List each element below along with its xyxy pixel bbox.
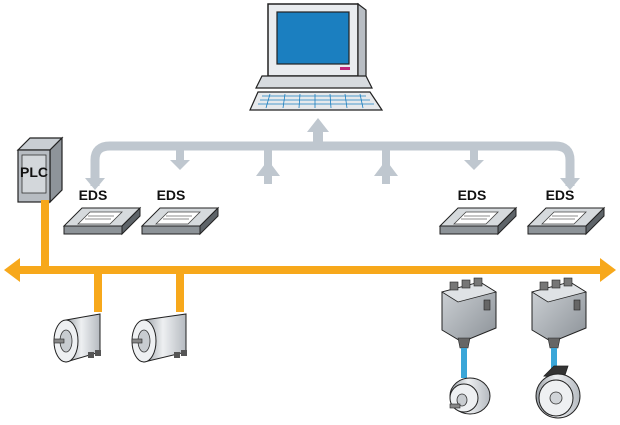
eds-label: EDS	[157, 187, 186, 203]
floppy-disk-icon	[526, 206, 606, 236]
eds-label: EDS	[79, 187, 108, 203]
cable	[461, 348, 467, 378]
rotary-encoder-icon	[449, 377, 491, 415]
connection-module-1	[441, 277, 497, 415]
eds-file-group-2: EDS	[140, 187, 220, 236]
plc-cabinet-icon: PLC	[16, 136, 64, 204]
floppy-disk-icon	[438, 206, 518, 236]
eds-file-group-3: EDS	[438, 187, 518, 236]
rotary-encoder-icon	[131, 313, 187, 363]
fieldbus-line	[4, 200, 616, 312]
floppy-disk-icon	[140, 206, 220, 236]
connection-module-icon	[531, 277, 587, 349]
eds-file-group-1: EDS	[62, 187, 142, 236]
ethernet-network	[85, 118, 580, 190]
computer-icon	[249, 2, 384, 111]
connection-module-2	[531, 277, 587, 419]
cable	[551, 348, 557, 370]
eds-label: EDS	[546, 187, 575, 203]
monitor-screen	[276, 11, 350, 65]
plc-label: PLC	[20, 164, 48, 180]
floppy-disk-icon	[62, 206, 142, 236]
eds-label: EDS	[458, 187, 487, 203]
rotary-encoder-icon	[535, 365, 581, 419]
connection-module-icon	[441, 277, 497, 349]
eds-file-group-4: EDS	[526, 187, 606, 236]
rotary-encoder-icon	[53, 313, 101, 363]
